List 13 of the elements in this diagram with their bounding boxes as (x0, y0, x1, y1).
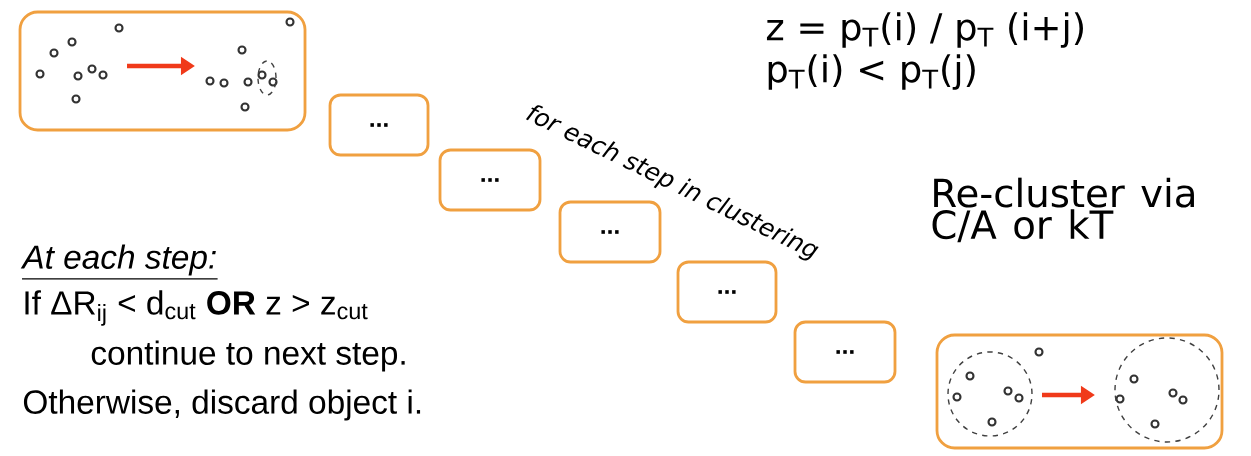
heading: At each step: (20, 244, 219, 280)
side-note: Re-cluster via C/A or kT (932, 177, 1194, 243)
condition-text: If ΔR$_{ij}$ < d$_{cut}$ OR z > z$_{cut}$ (25, 290, 368, 326)
formula: p$_{T}$(i) < p$_{T}$(j) (768, 54, 975, 90)
step-box: ... (558, 200, 662, 264)
step-box: ... (328, 93, 430, 157)
step-box: ... (676, 260, 778, 324)
step-box: ... (438, 148, 542, 212)
condition-text: Otherwise, discard object i. (23, 389, 421, 421)
step-box: ... (793, 320, 897, 384)
cluster-box (18, 10, 307, 132)
condition-text: continue to next step. (91, 340, 405, 372)
formula: z = p$_{T}$(i) / p$_{T}$ (i+j) (766, 12, 1083, 48)
